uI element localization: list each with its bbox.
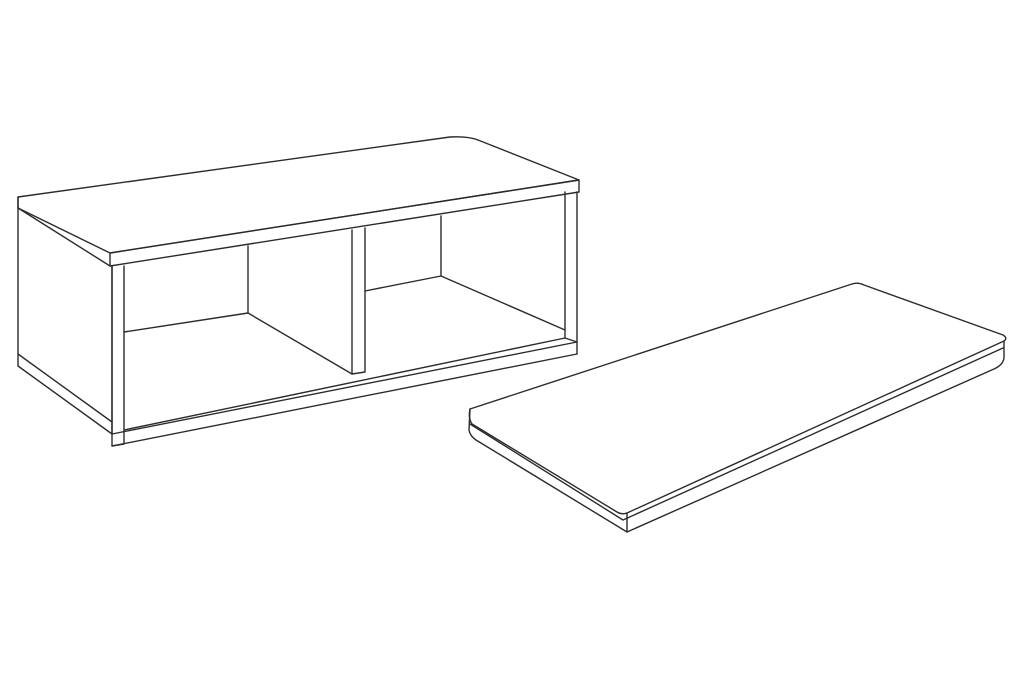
storage-bench-drawing: [17, 136, 580, 447]
cushion-seam-line: [469, 347, 1004, 521]
bench-bottom-front-edge: [111, 337, 578, 447]
right-cubby-back-floor-line: [364, 275, 566, 331]
cushion-front-edge: [626, 340, 1005, 533]
seat-cushion-drawing: [468, 282, 1007, 533]
cushion-top-surface: [468, 282, 1007, 515]
bench-left-side-base-band: [17, 353, 113, 423]
bench-top-front-edge: [109, 179, 580, 267]
bench-left-panel-front-edge: [111, 265, 125, 447]
left-cubby-back-floor-line: [123, 312, 353, 375]
cushion-side-edge: [468, 408, 628, 533]
bench-right-side-panel: [564, 191, 578, 355]
bench-middle-divider: [351, 227, 366, 375]
